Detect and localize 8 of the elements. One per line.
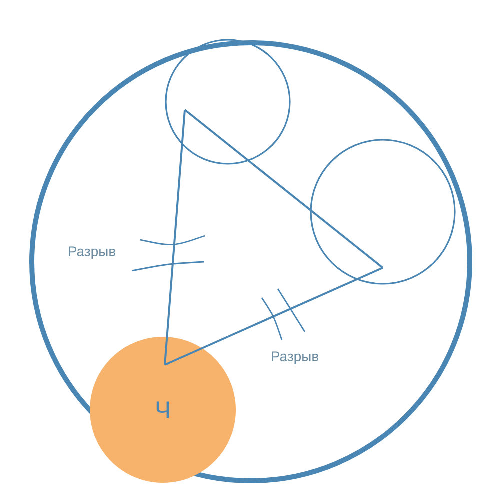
circle <box>30 40 472 484</box>
line <box>184 109 384 269</box>
line <box>164 267 384 366</box>
break-label: Разрыв <box>69 246 116 260</box>
circle <box>165 39 291 165</box>
line <box>164 110 186 366</box>
break-label: Разрыв <box>272 352 318 364</box>
circle <box>310 139 456 285</box>
